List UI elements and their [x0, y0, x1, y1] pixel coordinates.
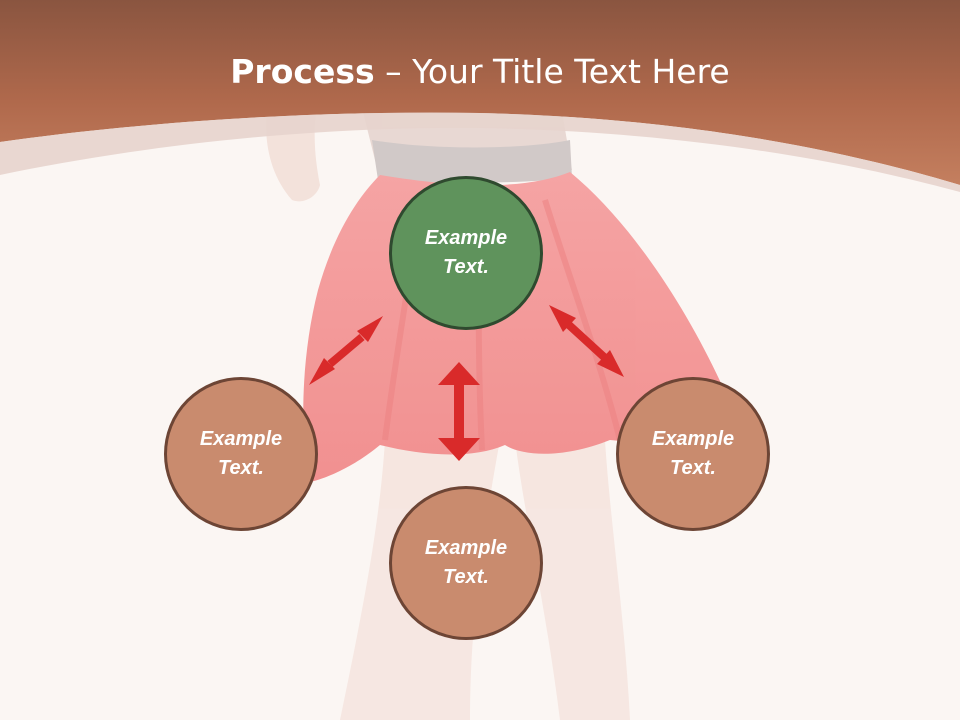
right-node-label: Example Text.: [651, 428, 735, 479]
title-bold: Process: [230, 52, 375, 91]
header-swoosh: [0, 112, 960, 192]
center-node-label: Example Text.: [424, 227, 508, 278]
title-rest: – Your Title Text Here: [374, 52, 730, 91]
left-node-label: Example Text.: [199, 428, 283, 479]
double-arrow-icon: [438, 362, 480, 461]
bottom-node: Example Text.: [389, 486, 543, 640]
right-node: Example Text.: [616, 377, 770, 531]
left-node: Example Text.: [164, 377, 318, 531]
slide-title: Process – Your Title Text Here: [0, 52, 960, 91]
double-arrow-icon: [549, 305, 624, 377]
center-node: Example Text.: [389, 176, 543, 330]
double-arrow-icon: [309, 316, 383, 385]
bottom-node-label: Example Text.: [424, 537, 508, 588]
header-band: [0, 0, 960, 185]
